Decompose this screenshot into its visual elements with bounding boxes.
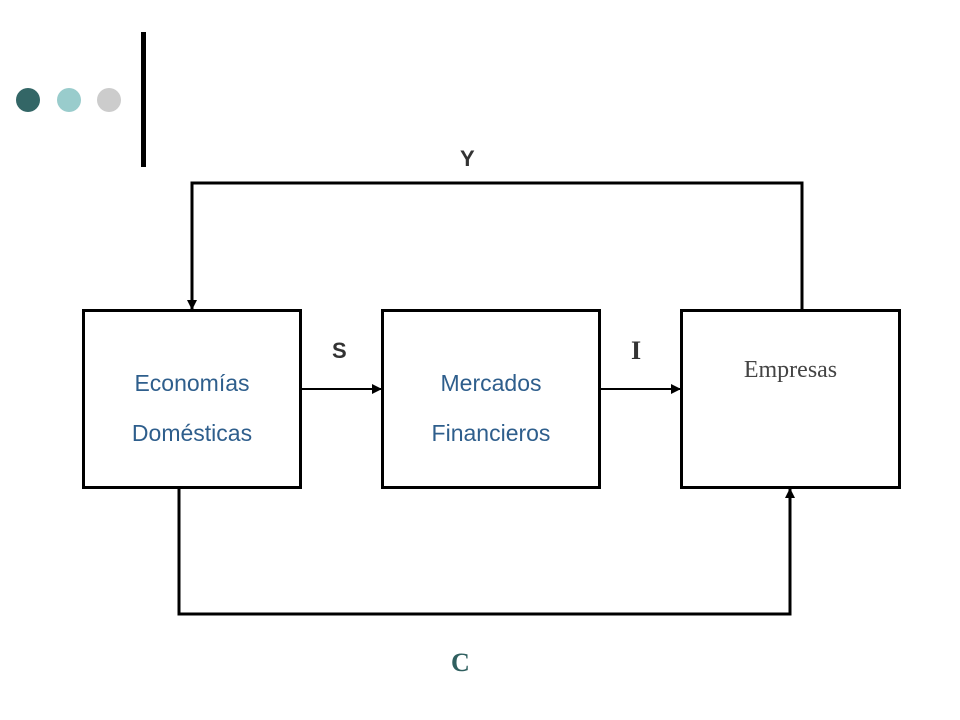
markets-label-line2: Financieros (431, 420, 551, 446)
markets-label-line1: Mercados (440, 370, 542, 396)
households-label-line1: Economías (134, 370, 250, 396)
households-box: Economías Domésticas (82, 309, 302, 489)
income-flow-line (187, 181, 804, 310)
financial-markets-box: Mercados Financieros (381, 309, 601, 489)
households-label-line2: Domésticas (131, 420, 253, 446)
consumption-label: C (451, 648, 470, 677)
firms-box: Empresas (680, 309, 901, 489)
income-label: Y (460, 146, 475, 171)
decor-dot-light (57, 88, 81, 112)
firms-label: Empresas (743, 357, 838, 383)
savings-label: S (332, 338, 347, 363)
consumption-flow-line (177, 488, 795, 616)
decor-dot-gray (97, 88, 121, 112)
decor-dot-dark (16, 88, 40, 112)
investment-label: I (631, 336, 642, 365)
decor-vertical-bar (141, 32, 146, 167)
